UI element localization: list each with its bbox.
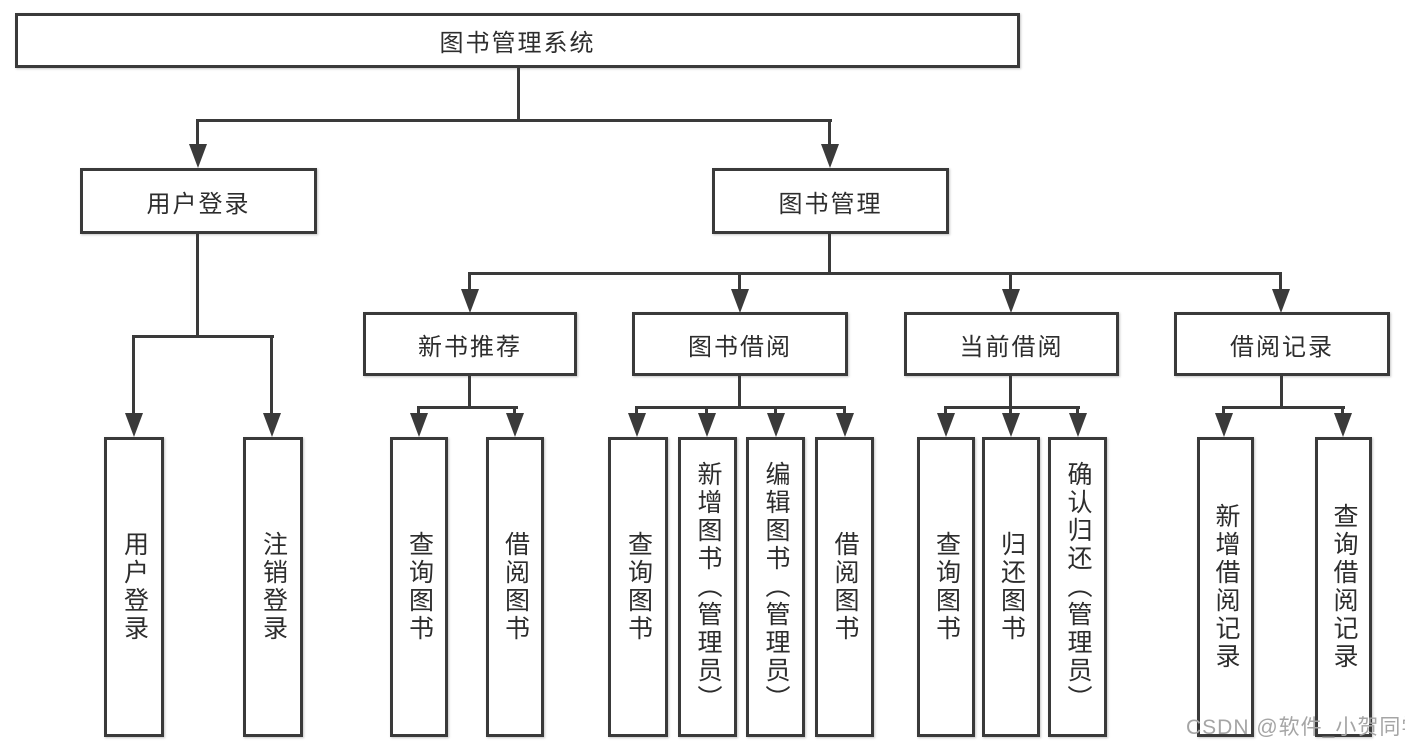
node-label: 用户登录	[146, 190, 251, 218]
connector-line	[1280, 376, 1283, 409]
connector-line	[1222, 406, 1345, 409]
connector-line	[417, 406, 518, 409]
connector-line	[1076, 406, 1079, 416]
node-current-borrowing: 当前借阅	[904, 312, 1119, 376]
connector-line	[944, 406, 947, 416]
arrow-down-icon	[1002, 413, 1020, 437]
leaf-newbook-query-books: 查询图书	[390, 437, 448, 737]
connector-line	[132, 335, 274, 338]
connector-line	[196, 119, 832, 122]
connector-line	[738, 376, 741, 409]
leaf-label: 借阅图书	[831, 531, 859, 643]
connector-line	[270, 335, 273, 415]
arrow-down-icon	[836, 413, 854, 437]
connector-line	[738, 272, 741, 291]
arrow-down-icon	[189, 144, 207, 168]
arrow-down-icon	[125, 413, 143, 437]
arrow-down-icon	[698, 413, 716, 437]
leaf-label: 注销登录	[259, 531, 288, 643]
arrow-down-icon	[1334, 413, 1352, 437]
node-user-login: 用户登录	[80, 168, 317, 234]
node-label: 图书管理	[778, 190, 883, 218]
arrow-down-icon	[1002, 289, 1020, 313]
leaf-label: 借阅图书	[501, 531, 530, 643]
arrow-down-icon	[1272, 289, 1290, 313]
node-label: 当前借阅	[959, 333, 1064, 361]
arrow-down-icon	[731, 289, 749, 313]
connector-line	[1341, 406, 1344, 416]
leaf-borrow-edit-books-admin: 编辑图书（管理员）	[746, 437, 805, 737]
connector-line	[635, 406, 846, 409]
leaf-newbook-borrow-books: 借阅图书	[486, 437, 544, 737]
connector-line	[417, 406, 420, 416]
arrow-down-icon	[1215, 413, 1233, 437]
leaf-label: 编辑图书（管理员）	[762, 461, 790, 713]
leaf-records-add-record: 新增借阅记录	[1197, 437, 1254, 737]
arrow-down-icon	[1069, 413, 1087, 437]
leaf-logout-login: 注销登录	[243, 437, 303, 737]
connector-line	[196, 119, 199, 147]
leaf-borrow-query-books: 查询图书	[608, 437, 668, 737]
connector-line	[774, 406, 777, 416]
connector-line	[513, 406, 516, 416]
leaf-label: 查询借阅记录	[1330, 503, 1358, 671]
connector-line	[1009, 272, 1012, 291]
leaf-current-confirm-return-admin: 确认归还（管理员）	[1048, 437, 1107, 737]
arrow-down-icon	[821, 144, 839, 168]
connector-line	[132, 335, 135, 415]
node-label: 新书推荐	[418, 333, 522, 361]
leaf-label: 查询图书	[932, 531, 961, 643]
connector-line	[1222, 406, 1225, 416]
connector-line	[517, 68, 520, 122]
arrow-down-icon	[767, 413, 785, 437]
leaf-label: 查询图书	[405, 531, 434, 643]
arrow-down-icon	[628, 413, 646, 437]
leaf-label: 新增图书（管理员）	[694, 461, 722, 713]
leaf-label: 新增借阅记录	[1212, 503, 1240, 671]
connector-line	[944, 406, 1080, 409]
leaf-current-return-books: 归还图书	[982, 437, 1040, 737]
connector-line	[1009, 406, 1012, 416]
arrow-down-icon	[263, 413, 281, 437]
node-label: 图书借阅	[688, 333, 792, 361]
leaf-current-query-books: 查询图书	[917, 437, 975, 737]
connector-line	[705, 406, 708, 416]
arrow-down-icon	[937, 413, 955, 437]
node-label: 借阅记录	[1230, 333, 1334, 361]
arrow-down-icon	[461, 289, 479, 313]
connector-line	[828, 119, 831, 147]
leaf-label: 归还图书	[997, 531, 1026, 643]
connector-line	[196, 234, 199, 338]
connector-line	[468, 272, 471, 291]
leaf-label: 查询图书	[624, 531, 653, 643]
leaf-label: 确认归还（管理员）	[1064, 461, 1092, 713]
connector-line	[635, 406, 638, 416]
arrow-down-icon	[410, 413, 428, 437]
connector-line	[468, 376, 471, 409]
connector-line	[1009, 376, 1012, 409]
arrow-down-icon	[506, 413, 524, 437]
connector-line	[468, 272, 1282, 275]
node-new-book-recommend: 新书推荐	[363, 312, 577, 376]
csdn-watermark: CSDN @软件_小贺同学	[1186, 716, 1405, 739]
node-label: 图书管理系统	[439, 30, 596, 57]
node-borrowing-records: 借阅记录	[1174, 312, 1390, 376]
leaf-user-login: 用户登录	[104, 437, 164, 737]
node-book-management: 图书管理	[712, 168, 949, 234]
connector-line	[843, 406, 846, 416]
leaf-label: 用户登录	[120, 531, 149, 643]
connector-line	[1279, 272, 1282, 291]
leaf-borrow-add-books-admin: 新增图书（管理员）	[678, 437, 737, 737]
leaf-records-query-record: 查询借阅记录	[1315, 437, 1372, 737]
connector-line	[828, 234, 831, 275]
node-root-library-system: 图书管理系统	[15, 13, 1020, 68]
leaf-borrow-borrow-books: 借阅图书	[815, 437, 874, 737]
node-book-borrowing: 图书借阅	[632, 312, 848, 376]
